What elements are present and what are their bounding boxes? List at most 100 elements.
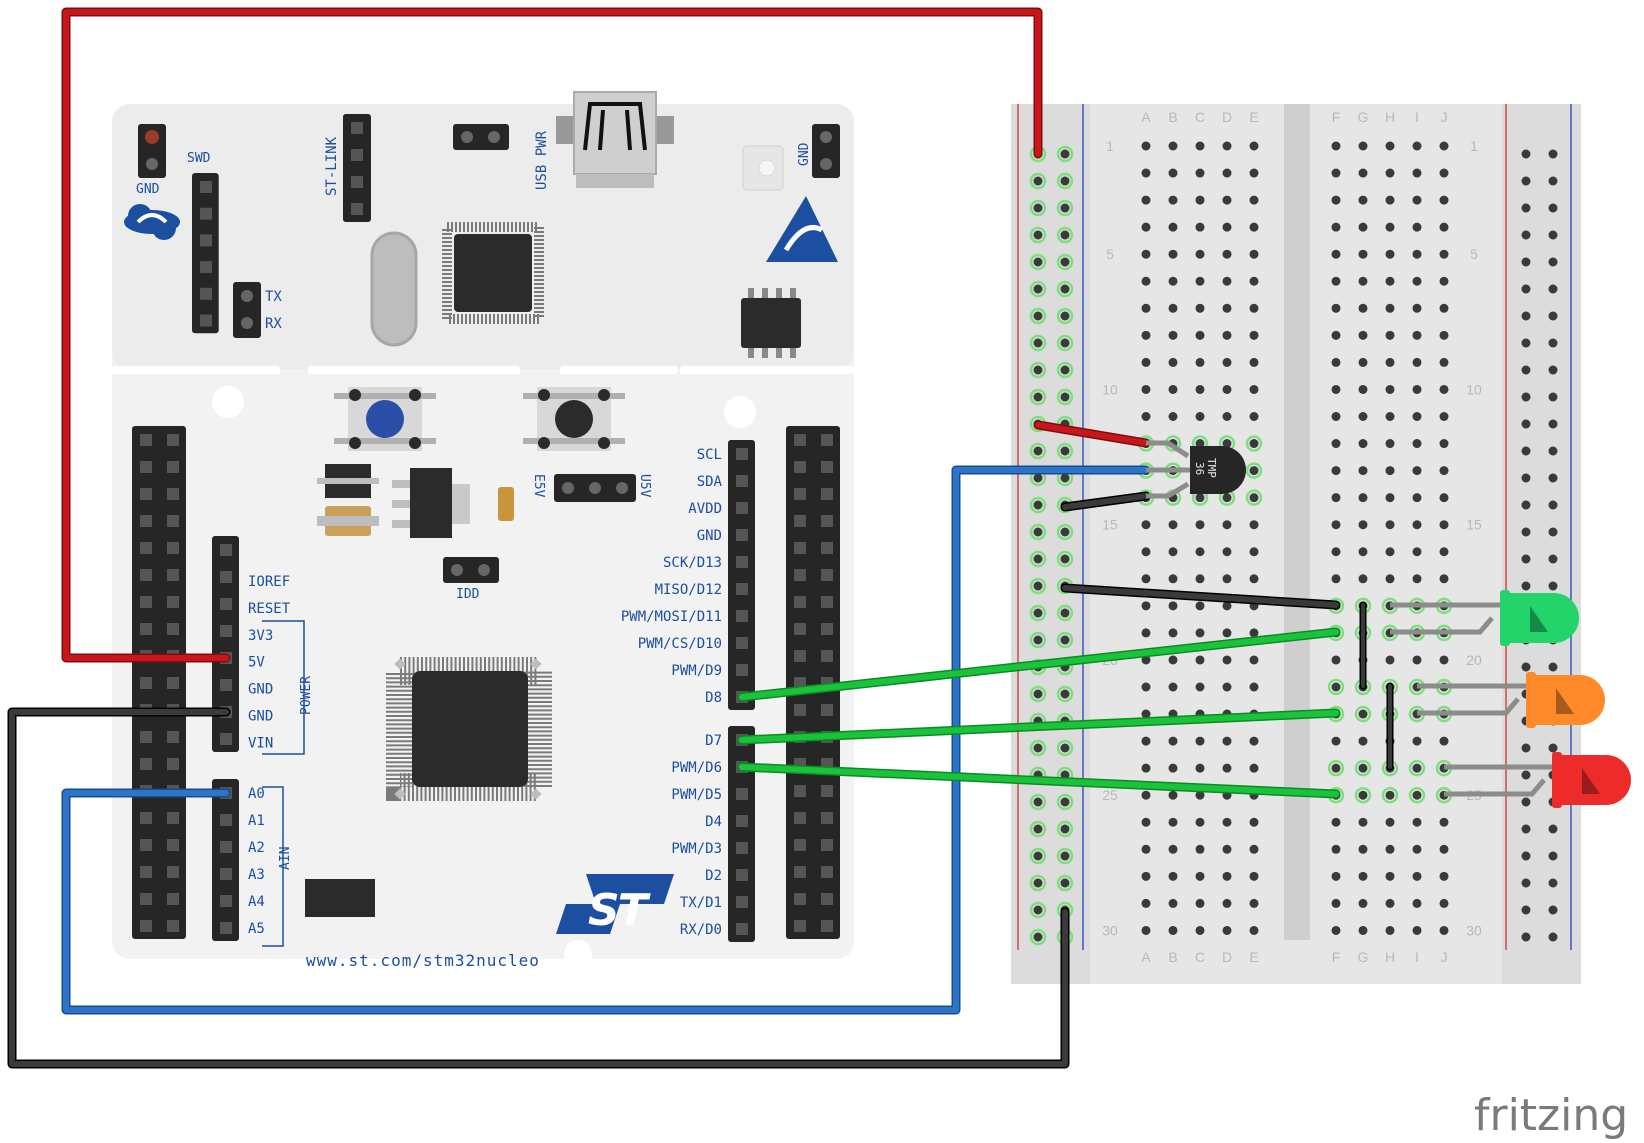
breadboard-hole [1358,384,1368,394]
rail-hole [1548,743,1558,753]
breadboard-hole [1331,574,1341,584]
digital-pin-label: MISO/D12 [655,582,722,598]
breadboard-hole [1249,871,1259,881]
breadboard-hole [1222,682,1232,692]
rail-hole [1060,203,1070,213]
breadboard-hole [1195,601,1205,611]
breadboard-hole [1358,763,1368,773]
rail-hole [1548,878,1558,888]
breadboard-hole [1358,574,1368,584]
breadboard-hole [1222,168,1232,178]
breadboard-hole [1385,168,1395,178]
digital-pin-label: AVDD [688,501,722,517]
esd-warning-icon [766,196,838,262]
rail-hole [1521,311,1531,321]
breadboard-hole [1249,493,1259,503]
header-pin [167,812,179,824]
header-pin [220,571,232,583]
rail-hole [1033,635,1043,645]
rail-hole-highlight [1056,631,1074,649]
rail-hole [1521,203,1531,213]
ain-bracket [262,786,284,947]
breadboard-hole [1168,547,1178,557]
row-label: 10 [1466,381,1482,397]
breadboard-hole [1412,384,1422,394]
breadboard-hole [1412,844,1422,854]
breadboard-hole [1385,384,1395,394]
rail-hole-highlight [1029,307,1047,325]
header-body [192,173,219,334]
breadboard-hole [1195,655,1205,665]
breadboard-hole [1249,384,1259,394]
breadboard-hole [1385,303,1395,313]
header-pin [821,650,833,662]
header-pin [736,842,748,854]
breadboard-hole [1358,925,1368,935]
breadboard-hole [1358,412,1368,421]
rail-hole-highlight [1056,550,1074,568]
led-lead [1417,697,1520,716]
digital-pin-label: PWM/CS/D10 [638,636,722,652]
breadboard-hole [1358,141,1368,151]
rail-hole [1521,527,1531,537]
mounting-hole [724,396,756,428]
header-pin [140,569,152,581]
header-pin [200,314,212,327]
breadboard-hole [1141,330,1151,340]
rail-hole [1521,500,1531,510]
header-body [728,440,755,710]
reset-button[interactable] [523,387,625,451]
breadboard-hole [1141,601,1151,611]
wires [7,7,1394,1069]
digital-header-bottom [728,726,755,942]
breadboard-hole [1331,682,1341,692]
rail-hole [1033,473,1043,483]
header-pin [167,893,179,905]
header-pin [200,207,212,220]
breadboard-hole [1195,898,1205,908]
row-label: 15 [1466,517,1482,533]
header-pin [140,461,152,473]
header-pin [736,610,748,622]
breadboard-hole [1412,817,1422,827]
breadboard-hole [1168,168,1178,178]
header-body [728,726,755,942]
row-label: 5 [1106,246,1114,262]
rail-hole [1033,932,1043,942]
breadboard-hole [1385,574,1395,584]
header-pin [351,122,363,134]
rail-hole [1060,527,1070,537]
rail-hole [1521,554,1531,564]
breadboard-hole [1358,276,1368,286]
breadboard-hole [1331,330,1341,340]
st-link-label: ST-LINK [324,136,340,196]
breadboard-hole [1412,574,1422,584]
breadboard-hole [1439,168,1449,178]
breadboard-hole [1331,493,1341,503]
user-button[interactable] [334,387,436,451]
header-pin [794,785,806,797]
breadboard-hole [1195,763,1205,773]
breadboard-hole [1141,844,1151,854]
rail-hole [1521,932,1531,942]
breadboard-hole [1168,790,1178,800]
power-pin-label: GND [248,682,273,698]
led-die [1530,606,1548,632]
breadboard-hole [1439,493,1449,503]
breadboard-hole [1249,195,1259,205]
digital-header-top [728,440,755,710]
column-label: E [1249,109,1258,125]
rail-hole [1548,554,1558,564]
header-pin [167,515,179,527]
breadboard-hole [1331,195,1341,205]
breadboard-hole [1141,520,1151,530]
analog-pin-label: A0 [248,786,265,802]
rail-hole [1521,419,1531,429]
column-label: G [1358,109,1369,125]
hole-highlight [1327,759,1345,777]
rail-hole [1060,743,1070,753]
rail-hole [1060,176,1070,186]
breadboard-hole [1222,844,1232,854]
